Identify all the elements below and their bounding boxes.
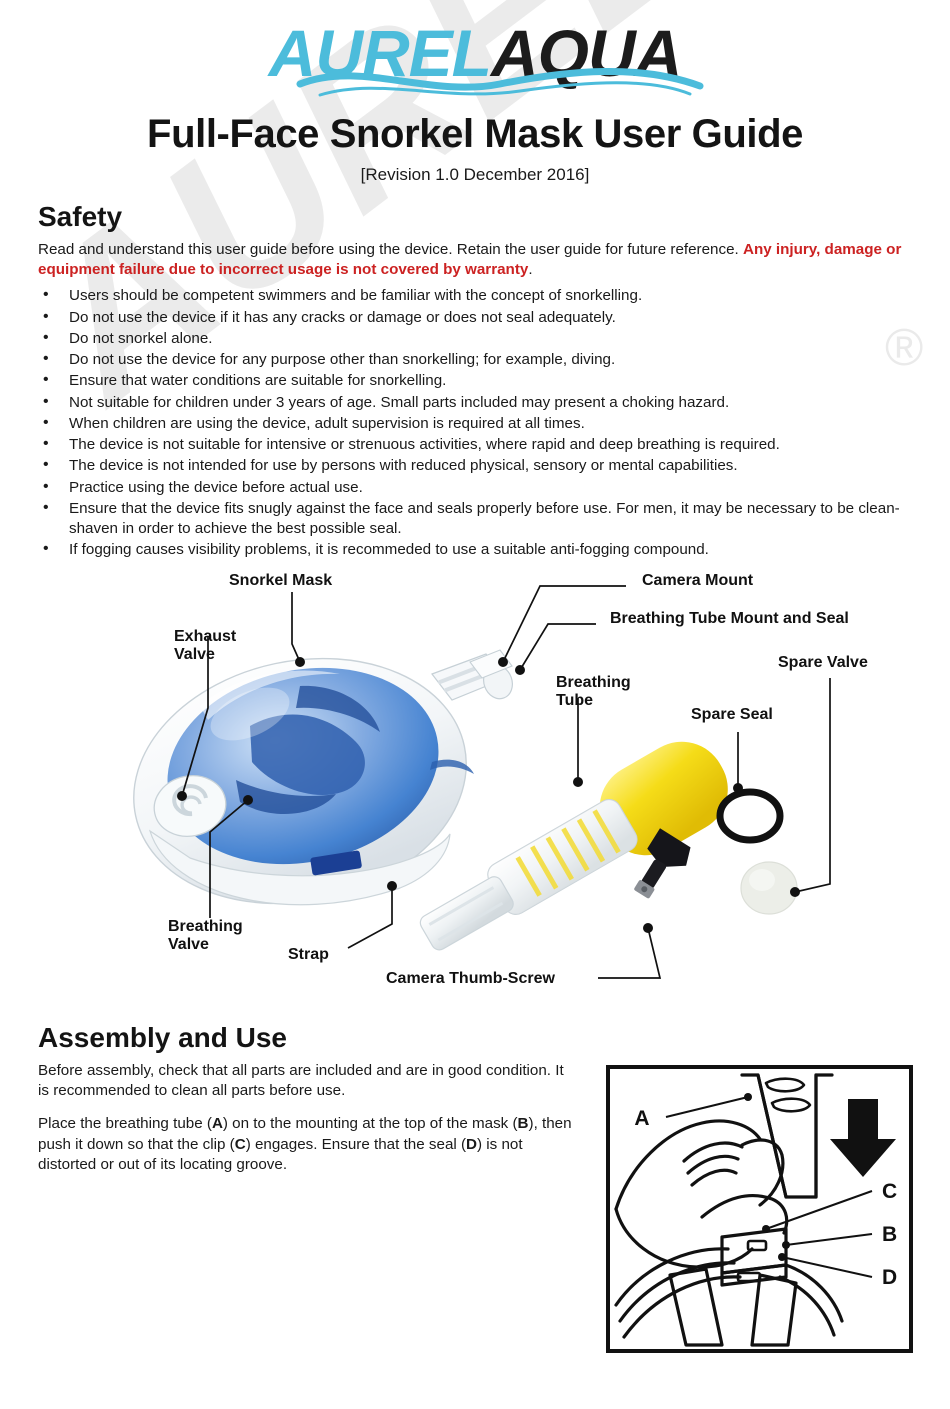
callout-camera-thumb-screw: Camera Thumb-Screw <box>386 969 555 987</box>
safety-bullet-item: The device is not intended for use by pe… <box>38 455 930 476</box>
safety-bullet-item: When children are using the device, adul… <box>38 413 930 434</box>
spare-seal-graphic <box>716 788 784 844</box>
callout-breathing-tube-mount-and-seal: Breathing Tube Mount and Seal <box>610 609 849 627</box>
page-title: Full-Face Snorkel Mask User Guide <box>147 112 803 156</box>
safety-bullet-item: If fogging causes visibility problems, i… <box>38 539 930 560</box>
safety-bullet-item: Do not use the device if it has any crac… <box>38 307 930 328</box>
figure-label-d: D <box>882 1266 897 1289</box>
safety-intro-warning: Any injury, damage or equipment failure … <box>38 241 902 279</box>
assembly-ref-b: B <box>517 1115 529 1133</box>
callout-breathing-valve: Breathing Valve <box>168 917 243 953</box>
callout-camera-mount: Camera Mount <box>642 571 754 589</box>
callout-snorkel-mask: Snorkel Mask <box>229 571 333 589</box>
camera-mount-graphic <box>469 649 513 679</box>
safety-heading: Safety <box>38 201 123 232</box>
product-parts-diagram: Snorkel Mask Exhaust Valve Camera Mount … <box>0 566 950 1006</box>
logo-text-aqua: AQUA <box>491 16 682 90</box>
figure-label-b: B <box>882 1223 897 1246</box>
callout-breathing-tube: Breathing Tube <box>556 673 631 709</box>
down-arrow-icon <box>830 1098 896 1177</box>
logo-wordmark: AURELAQUA <box>0 20 950 86</box>
safety-bullet-item: Users should be competent swimmers and b… <box>38 285 930 306</box>
safety-bullet-item: The device is not suitable for intensive… <box>38 434 930 455</box>
assembly-section: Before assembly, check that all parts ar… <box>0 1061 950 1361</box>
safety-bullet-item: Not suitable for children under 3 years … <box>38 392 930 413</box>
breathing-tube-graphic <box>419 741 728 951</box>
callout-spare-seal: Spare Seal <box>691 705 773 723</box>
assembly-figure: A C B D <box>606 1064 913 1353</box>
safety-bullet-item: Ensure that the device fits snugly again… <box>38 498 930 539</box>
safety-intro: Read and understand this user guide befo… <box>38 240 928 280</box>
safety-bullet-item: Do not use the device for any purpose ot… <box>38 349 930 370</box>
safety-bullet-item: Practice using the device before actual … <box>38 477 930 498</box>
revision-text: [Revision 1.0 December 2016] <box>360 165 590 184</box>
assembly-text-run: ), then push it down so that the clip ( <box>38 1115 572 1153</box>
assembly-ref-c: C <box>234 1135 246 1153</box>
assembly-ref-d: D <box>466 1135 478 1153</box>
snorkel-mask-graphic <box>133 649 513 905</box>
callout-leader-dots <box>177 656 800 933</box>
figure-label-a: A <box>634 1107 649 1130</box>
assembly-paragraph-2: Place the breathing tube (A) on to the m… <box>38 1114 578 1175</box>
figure-label-c: C <box>882 1180 897 1203</box>
safety-bullet-list: Users should be competent swimmers and b… <box>38 285 930 560</box>
camera-thumb-screw-graphic <box>634 827 691 899</box>
assembly-line-art: A C B D <box>614 1073 897 1347</box>
callout-strap: Strap <box>288 945 329 963</box>
assembly-text-run: ) on to the mounting at the top of the m… <box>222 1115 518 1133</box>
assembly-paragraph-1: Before assembly, check that all parts ar… <box>38 1061 564 1100</box>
parts-illustration <box>133 584 831 979</box>
safety-bullet-item: Ensure that water conditions are suitabl… <box>38 370 930 391</box>
logo-text-aurel: AUREL <box>268 16 492 90</box>
safety-intro-end: . <box>528 261 533 279</box>
safety-intro-plain: Read and understand this user guide befo… <box>38 241 743 258</box>
safety-bullet-item: Do not snorkel alone. <box>38 328 930 349</box>
assembly-heading: Assembly and Use <box>38 1021 287 1053</box>
spare-valve-graphic <box>740 861 798 915</box>
assembly-text-run: ) engages. Ensure that the seal ( <box>245 1135 467 1153</box>
brand-logo: AURELAQUA <box>0 14 950 110</box>
callout-leader-lines <box>181 584 831 979</box>
callout-spare-valve: Spare Valve <box>778 653 868 671</box>
callout-exhaust-valve: Exhaust Valve <box>174 627 237 663</box>
assembly-ref-a: A <box>211 1115 223 1133</box>
assembly-text-block: Before assembly, check that all parts ar… <box>38 1061 578 1176</box>
exhaust-valve-graphic <box>153 774 227 837</box>
assembly-text-run: Place the breathing tube ( <box>38 1115 212 1133</box>
assembly-text-run: ) is not distorted or out of its locatin… <box>38 1135 523 1174</box>
